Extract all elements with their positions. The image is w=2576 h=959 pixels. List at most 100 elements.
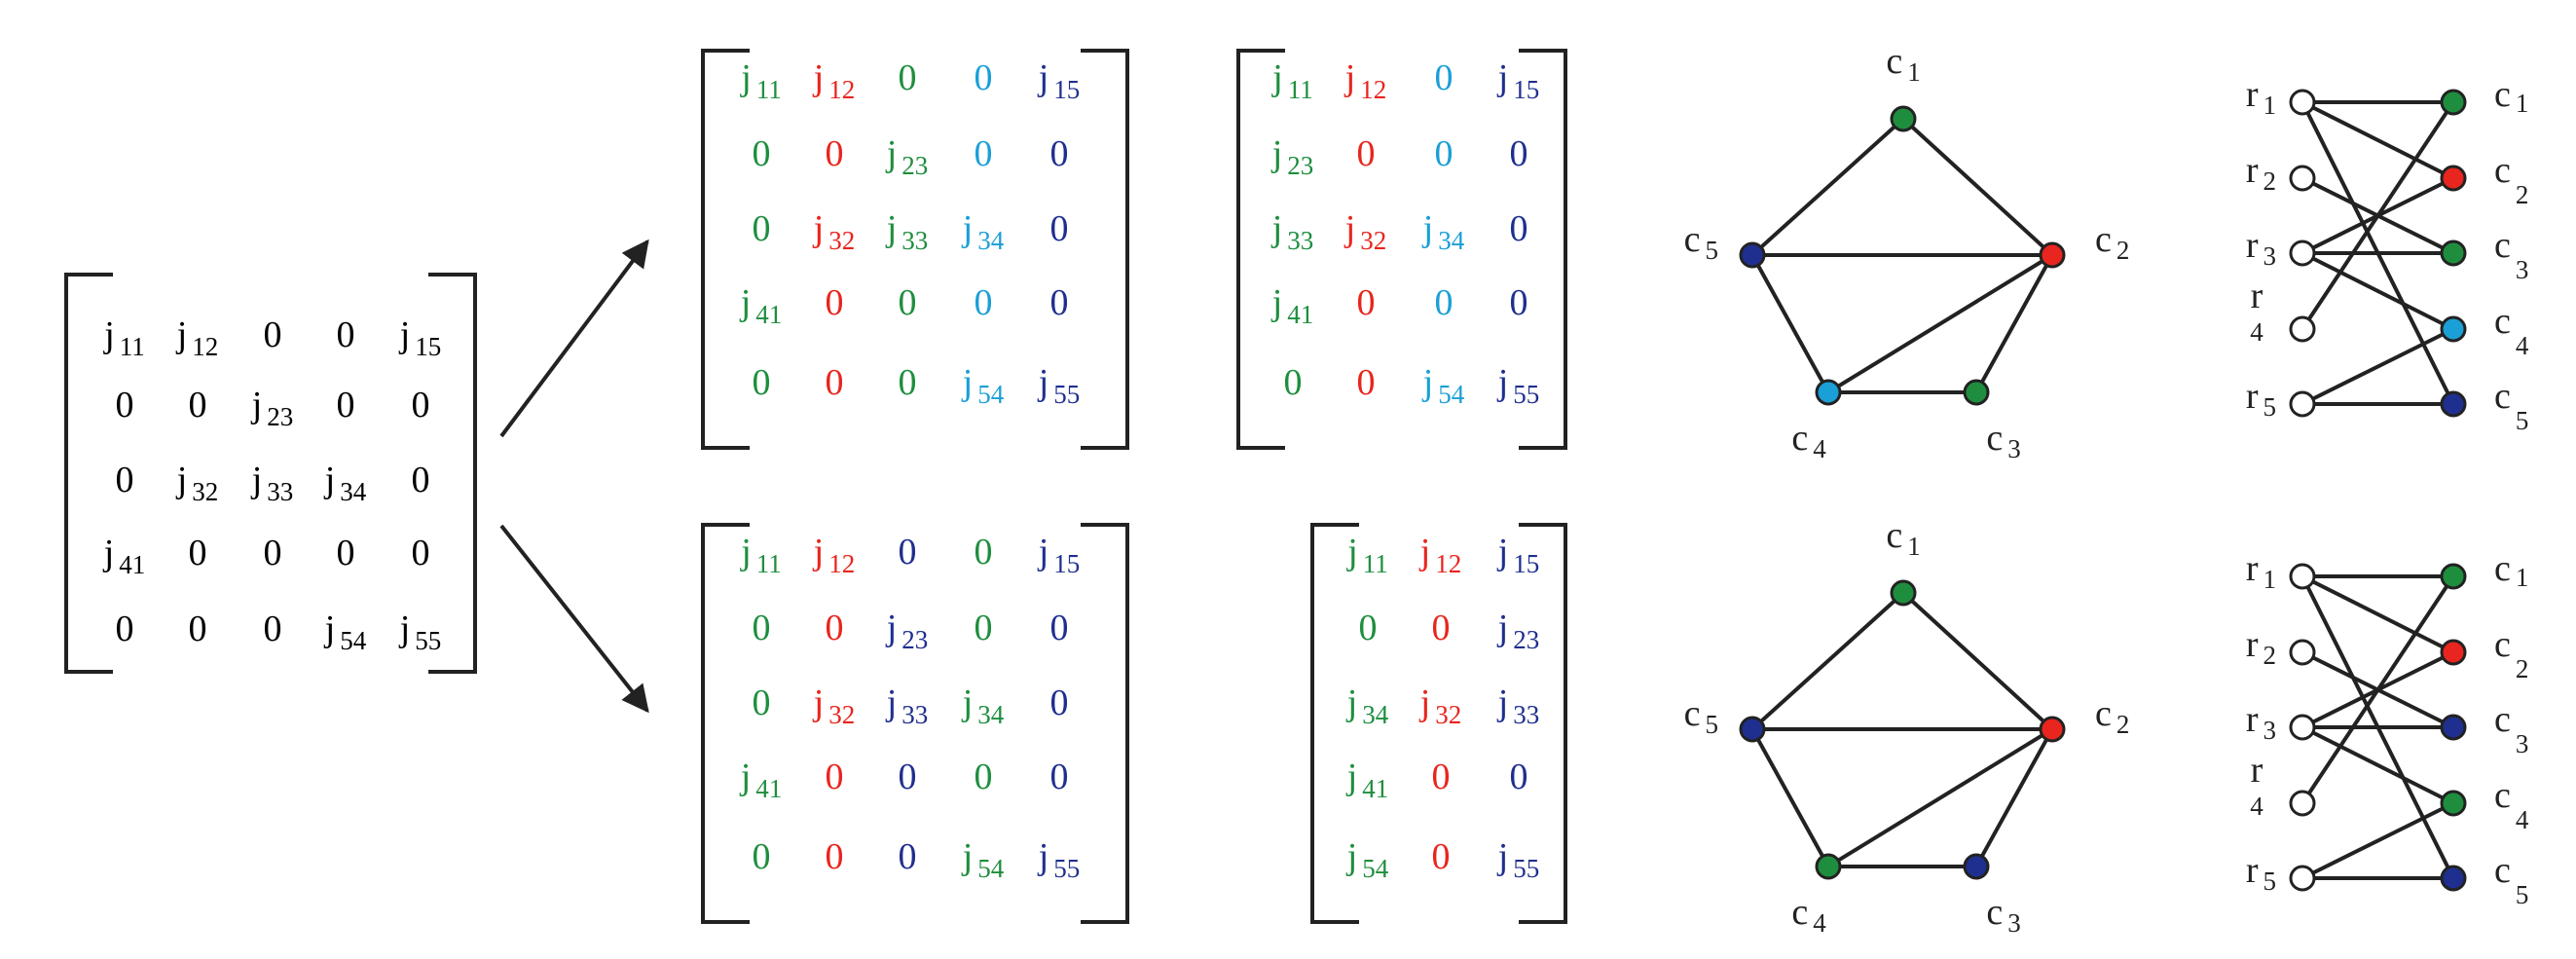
colored-matrix-top-cell-r4-c5-base: 0 [1050, 282, 1069, 323]
bipartite-row-node-r2 [2289, 639, 2316, 666]
graph-edge-c1-c5 [1750, 591, 1905, 731]
bipartite-col-node-c1 [2440, 89, 2467, 116]
bipartite-label-c4: c4 [2494, 301, 2529, 360]
graph-label-c2-subscript: 2 [2116, 710, 2130, 739]
colored-matrix-top-cell-r5-c5-base: j [1037, 362, 1049, 403]
compressed-matrix-top-left-bracket [1236, 49, 1285, 450]
bipartite-label-r3-base: r [2246, 225, 2259, 266]
compressed-matrix-bottom-cell-r3-c3-base: j [1496, 682, 1509, 723]
compressed-matrix-bottom-cell-r2-c3-subscript: 23 [1513, 625, 1539, 654]
compressed-matrix-top-cell-r4-c1-subscript: 41 [1287, 300, 1313, 329]
colored-matrix-bottom-cell-r1-c5-base: j [1037, 532, 1049, 572]
colored-matrix-top-cell-r4-c1-base: j [739, 282, 752, 323]
bipartite-label-r4-base: r [2251, 750, 2263, 791]
graph-label-c5-base: c [1684, 693, 1701, 734]
colored-matrix-top-cell-r3-c2-subscript: 32 [828, 226, 855, 255]
bipartite-label-c1-base: c [2494, 74, 2511, 115]
graph-edge-c4-c5 [1750, 728, 1830, 867]
colored-matrix-top-cell-r4-c3-base: 0 [899, 282, 917, 323]
graph-label-c3-subscript: 3 [2007, 434, 2021, 463]
compressed-matrix-bottom-right-bracket [1519, 523, 1567, 924]
colored-matrix-bottom-cell-r4-c3: 0 [899, 756, 917, 797]
bipartite-row-node-r5 [2289, 390, 2316, 418]
bipartite-col-node-c2 [2440, 639, 2467, 666]
colored-matrix-top-cell-r2-c4-base: 0 [975, 133, 993, 174]
bipartite-edge-r1-c2 [2301, 100, 2454, 180]
compressed-matrix-top-cell-r4-c4: 0 [1510, 282, 1528, 323]
colored-matrix-top-right-bracket [1081, 49, 1129, 450]
graph-label-c4-subscript: 4 [1813, 434, 1826, 463]
bipartite-row-node-r3 [2289, 240, 2316, 267]
compressed-matrix-bottom-cell-r2-c1: 0 [1359, 608, 1378, 648]
colored-matrix-top-cell-r3-c4-base: j [961, 208, 974, 249]
graph-label-c1-subscript: 1 [1907, 532, 1921, 561]
colored-matrix-top-cell-r4-c3: 0 [899, 282, 917, 323]
bipartite-label-r2-subscript: 2 [2263, 166, 2277, 196]
graph-edge-c2-c3 [1974, 728, 2054, 867]
compressed-matrix-top-cell-r4-c4-base: 0 [1510, 282, 1528, 323]
bipartite-label-r4-subscript: 4 [2250, 792, 2263, 821]
colored-matrix-top-cell-r2-c2-base: 0 [826, 133, 844, 174]
colored-matrix-bottom-cell-r1-c1-base: j [739, 532, 752, 572]
bipartite-row-node-r4 [2289, 315, 2316, 343]
colored-matrix-top-cell-r2-c1: 0 [753, 133, 771, 174]
colored-matrix-bottom-cell-r3-c3-subscript: 33 [902, 700, 928, 729]
source-matrix-cell-r4-c2-base: 0 [189, 533, 207, 573]
compressed-matrix-bottom-cell-r2-c1-base: 0 [1359, 608, 1378, 648]
compressed-matrix-bottom-cell-r3-c1-subscript: 34 [1362, 700, 1389, 729]
colored-matrix-top-cell-r1-c3: 0 [899, 57, 917, 98]
colored-matrix-top-cell-r1-c5-base: j [1037, 57, 1049, 98]
bipartite-col-node-c5 [2440, 865, 2467, 892]
bipartite-col-node-c5 [2440, 390, 2467, 418]
graph-node-c5 [1739, 241, 1766, 269]
bipartite-col-node-c3 [2440, 714, 2467, 741]
compressed-matrix-top-cell-r3-c1-base: j [1270, 208, 1283, 249]
bipartite-row-node-r1 [2289, 89, 2316, 116]
colored-matrix-top-cell-r3-c5-base: 0 [1050, 208, 1069, 249]
compressed-matrix-top-cell-r1-c4-subscript: 15 [1513, 75, 1539, 104]
colored-matrix-top-cell-r4-c1-subscript: 41 [755, 300, 782, 329]
bipartite-label-r3-subscript: 3 [2263, 716, 2277, 745]
graph-node-c4 [1815, 853, 1842, 880]
source-matrix-cell-r2-c3-subscript: 23 [267, 402, 293, 431]
bipartite-label-c3-base: c [2494, 225, 2511, 266]
compressed-matrix-bottom-cell-r3-c2-subscript: 32 [1435, 700, 1461, 729]
compressed-matrix-top-cell-r1-c3-base: 0 [1435, 57, 1454, 98]
bipartite-label-c1-base: c [2494, 548, 2511, 589]
compressed-matrix-top-cell-r3-c2-base: j [1343, 208, 1356, 249]
colored-matrix-top-cell-r5-c2: 0 [826, 362, 844, 403]
source-matrix-cell-r2-c5-base: 0 [412, 385, 430, 425]
source-matrix-cell-r1-c2-base: j [175, 314, 188, 355]
colored-matrix-top-cell-r2-c3-base: j [885, 133, 898, 174]
colored-matrix-bottom-cell-r3-c4-base: j [961, 682, 974, 723]
graph-label-c3-subscript: 3 [2007, 908, 2021, 938]
bipartite-label-c4: c4 [2494, 775, 2529, 834]
compressed-matrix-top-cell-r4-c3: 0 [1435, 282, 1454, 323]
colored-matrix-bottom-cell-r2-c2-base: 0 [826, 608, 844, 648]
compressed-matrix-top-cell-r2-c2: 0 [1357, 133, 1376, 174]
compressed-matrix-bottom-cell-r3-c1-base: j [1345, 682, 1358, 723]
bipartite-edge-r1-c2 [2301, 574, 2454, 654]
colored-matrix-bottom-cell-r4-c4: 0 [975, 756, 993, 797]
compressed-matrix-bottom-cell-r4-c3: 0 [1510, 756, 1528, 797]
compressed-matrix-top-cell-r1-c4-base: j [1496, 57, 1509, 98]
graph-edge-c2-c3 [1974, 254, 2054, 393]
